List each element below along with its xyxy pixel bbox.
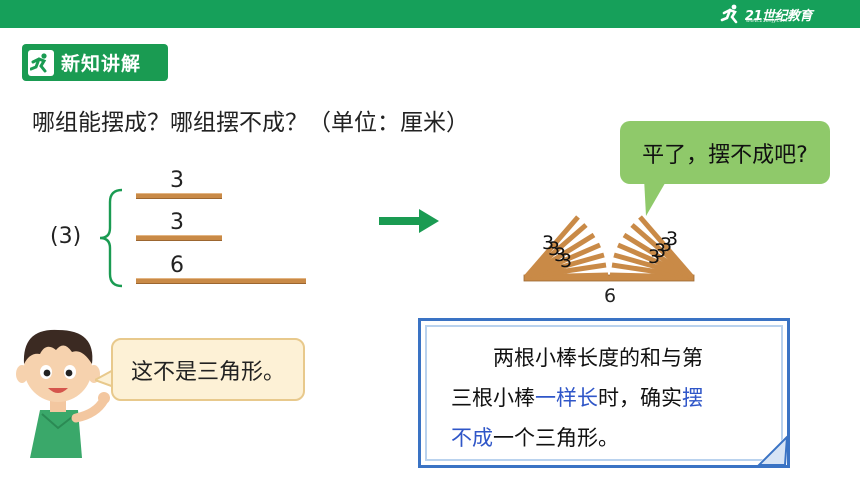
- note-inner-frame: [425, 325, 783, 461]
- svg-text:3: 3: [654, 240, 666, 262]
- right-arrow-icon: [379, 209, 439, 233]
- question-text: 哪组能摆成？哪组摆不成？（单位：厘米）: [32, 110, 469, 136]
- left-stick-fan: [524, 215, 609, 280]
- running-person-icon: [28, 49, 54, 76]
- stick-fan-illustration: 3 3 3 3 3 3 3 3: [523, 215, 695, 282]
- speech-bubble-tail: [644, 178, 668, 216]
- note-line-1: 两根小棒长度的和与第: [493, 346, 703, 370]
- runner-logo-icon: [720, 4, 738, 24]
- svg-text:3: 3: [542, 232, 554, 254]
- stick-length-label: 3: [170, 210, 184, 235]
- group-label: (3): [50, 224, 82, 249]
- svg-text:3: 3: [666, 228, 678, 250]
- stick-length-label: 3: [170, 168, 184, 193]
- page-fold-icon: [757, 435, 787, 465]
- stick-length-label: 6: [170, 253, 184, 278]
- base-length-label: 6: [604, 285, 617, 307]
- section-tag: 新知讲解: [22, 44, 168, 81]
- note-text-segment: 时，确实: [598, 386, 682, 410]
- explanation-note: 两根小棒长度的和与第 三根小棒一样长时，确实摆 不成一个三角形。: [418, 318, 790, 468]
- note-highlight: 摆: [682, 386, 703, 410]
- note-text: 两根小棒长度的和与第 三根小棒一样长时，确实摆 不成一个三角形。: [451, 338, 761, 458]
- note-line-2: 三根小棒一样长时，确实摆: [451, 378, 761, 418]
- base-stick: [523, 274, 695, 282]
- brand-logo: 21世纪教育 www.21cnjy.com: [720, 3, 813, 25]
- stick-3: [136, 278, 306, 284]
- speech-bubble-left: 这不是三角形。: [111, 338, 305, 401]
- right-stick-labels: 3 3 3 3: [648, 228, 678, 268]
- right-stick-fan: [609, 215, 694, 280]
- svg-text:3: 3: [660, 234, 672, 256]
- svg-text:3: 3: [548, 238, 560, 260]
- brand-site: www.21cnjy.com: [745, 18, 788, 24]
- curly-brace-icon: [99, 188, 123, 288]
- note-highlight: 不成: [451, 426, 493, 450]
- svg-text:3: 3: [560, 250, 572, 272]
- stick-1: [136, 193, 222, 199]
- speech-bubble-top: 平了，摆不成吧?: [620, 121, 830, 184]
- section-title: 新知讲解: [61, 53, 142, 75]
- brand-name: 21世纪教育: [744, 8, 813, 24]
- note-text-segment: 一个三角形。: [493, 426, 619, 450]
- stick-2: [136, 235, 222, 241]
- note-highlight: 一样长: [535, 386, 598, 410]
- note-line-3: 不成一个三角形。: [451, 418, 761, 458]
- left-stick-labels: 3 3 3 3: [542, 232, 572, 272]
- svg-text:3: 3: [648, 246, 660, 268]
- top-banner: 21世纪教育 www.21cnjy.com: [0, 0, 860, 28]
- note-text-segment: 三根小棒: [451, 386, 535, 410]
- boy-character-illustration: [16, 329, 110, 458]
- svg-text:3: 3: [554, 244, 566, 266]
